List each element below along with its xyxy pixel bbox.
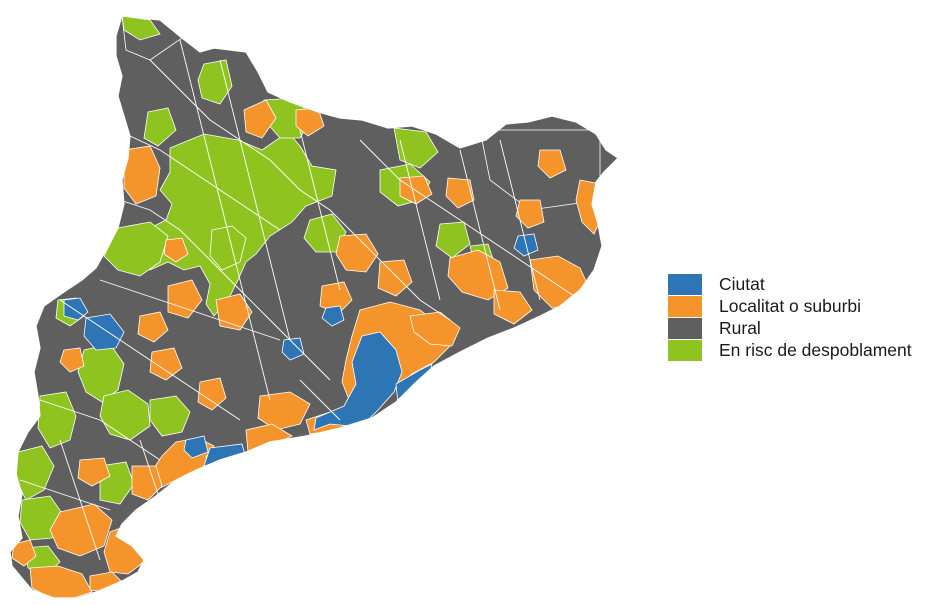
localitat-region-group bbox=[11, 99, 605, 598]
legend-swatch-ciutat bbox=[668, 273, 702, 295]
rural-region-group bbox=[121, 16, 601, 211]
legend-swatch-despoblament bbox=[668, 339, 702, 361]
municipality-border-lines bbox=[19, 39, 581, 561]
legend-item-ciutat: Ciutat bbox=[668, 273, 946, 295]
ciutat-region-group bbox=[63, 233, 539, 467]
legend-label-despoblament: En risc de despoblament bbox=[719, 340, 912, 360]
catalonia-municipalities-map bbox=[9, 15, 619, 599]
legend-label-localitat: Localitat o suburbi bbox=[719, 296, 862, 316]
map-regions bbox=[10, 16, 618, 598]
legend-item-rural: Rural bbox=[668, 317, 946, 339]
legend-label-ciutat: Ciutat bbox=[719, 274, 765, 294]
legend-swatch-rural bbox=[668, 317, 702, 339]
legend-label-rural: Rural bbox=[719, 318, 761, 338]
map-legend: Ciutat Localitat o suburbi Rural En risc… bbox=[668, 273, 946, 361]
legend-swatch-localitat bbox=[668, 295, 702, 317]
legend-item-localitat: Localitat o suburbi bbox=[668, 295, 946, 317]
legend-item-despoblament: En risc de despoblament bbox=[668, 339, 946, 361]
